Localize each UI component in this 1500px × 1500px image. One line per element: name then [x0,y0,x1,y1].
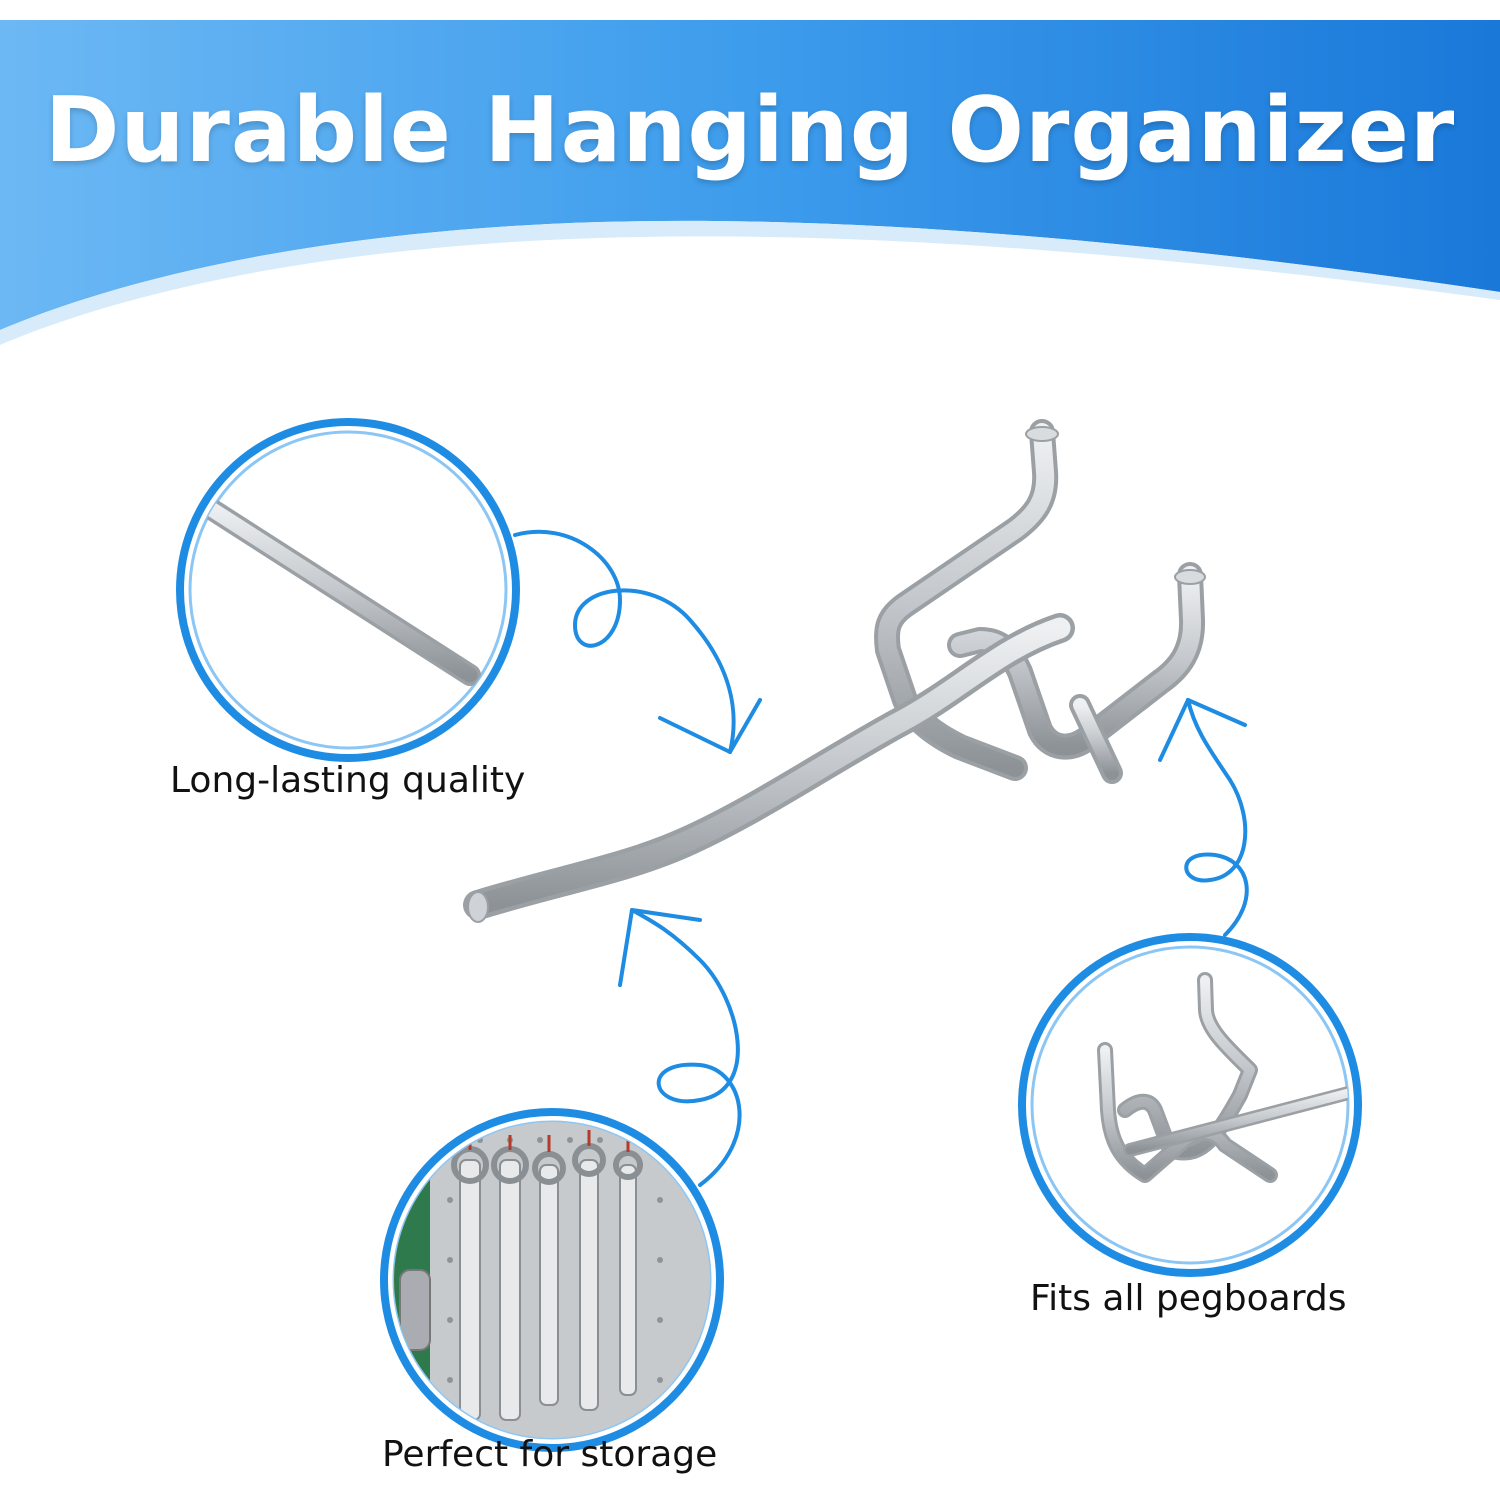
page-title: Durable Hanging Organizer [44,78,1456,183]
quality-closeup-circle [176,418,520,762]
pegboard-fit-circle [1018,933,1362,1277]
header-banner [0,20,1500,345]
steel-rod-closeup-icon [194,494,481,686]
curly-arrows [513,529,1249,1187]
wrenches-on-pegboard-icon [394,1122,710,1438]
arrow-to-hook-arm [513,529,736,754]
peg-hook-icon [1097,972,1348,1183]
arrow-head-right [1158,698,1247,762]
arrow-to-hook-loop [1184,698,1249,937]
peg-hook-image [463,419,1206,923]
arrow-to-hook-tip [630,908,742,1187]
storage-circle [380,1108,724,1452]
feature-caption-quality: Long-lasting quality [170,760,526,801]
feature-caption-pegboards: Fits all pegboards [1030,1278,1347,1319]
feature-caption-storage: Perfect for storage [382,1434,718,1475]
arrow-head-left [658,698,762,754]
arrow-head-bottom [618,908,702,987]
